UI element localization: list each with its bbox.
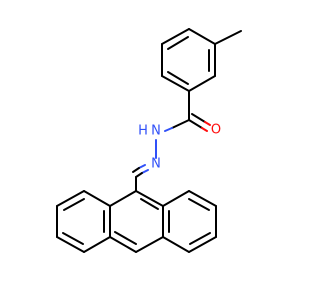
ring-double-bond — [63, 198, 85, 211]
ring-bond — [135, 236, 164, 253]
ring-double-bond — [114, 231, 137, 245]
ring-bond — [188, 75, 216, 92]
ring-double-bond — [188, 198, 210, 211]
ring-bond — [109, 190, 137, 207]
carbonyl-double-bond — [191, 113, 206, 123]
ring-bond — [56, 190, 85, 207]
ring-bond — [188, 236, 217, 253]
carbonyl-double-bond — [188, 119, 203, 129]
ring-bond — [109, 236, 137, 253]
atom-label-imine-n: N — [151, 157, 161, 172]
methyl-bond — [214, 30, 242, 45]
hydrazone-linkage — [132, 139, 157, 192]
ring-double-bond — [189, 232, 211, 245]
carbonyl-to-nh-bond — [164, 127, 173, 132]
atom-label-nh-h: H — [138, 124, 148, 139]
carbonyl-double-bond — [204, 121, 211, 126]
anthracene — [56, 190, 217, 253]
ring-bond — [162, 190, 190, 207]
n-ch-double-bond — [132, 167, 140, 173]
atom-labels: N H N O — [138, 123, 221, 172]
amide-group — [164, 90, 211, 132]
ring-double-bond — [140, 198, 159, 210]
n-ch-double-bond — [135, 172, 143, 178]
ring-bond — [162, 236, 190, 253]
ring-bond — [161, 75, 190, 92]
ring-double-bond — [167, 71, 189, 85]
carbonyl-to-nh-bond — [171, 119, 190, 129]
atom-label-carbonyl-o: O — [211, 123, 221, 138]
ring-bond — [56, 236, 85, 253]
n-ch-double-bond — [138, 164, 146, 169]
ring-bond — [188, 190, 217, 207]
ring-bond — [135, 190, 164, 207]
n-ch-double-bond — [141, 169, 149, 174]
ring-bond — [83, 236, 111, 253]
carbonyl-double-bond — [201, 127, 208, 132]
ring-bond — [188, 28, 216, 45]
ring-bond — [161, 28, 190, 45]
ring-double-bond — [167, 36, 189, 50]
ring-bond — [83, 190, 111, 207]
toluoyl-ring — [161, 28, 242, 92]
chemical-structure: N H N O — [56, 28, 242, 253]
atom-label-nh-n: N — [151, 124, 161, 139]
ring-double-bond — [62, 232, 84, 245]
